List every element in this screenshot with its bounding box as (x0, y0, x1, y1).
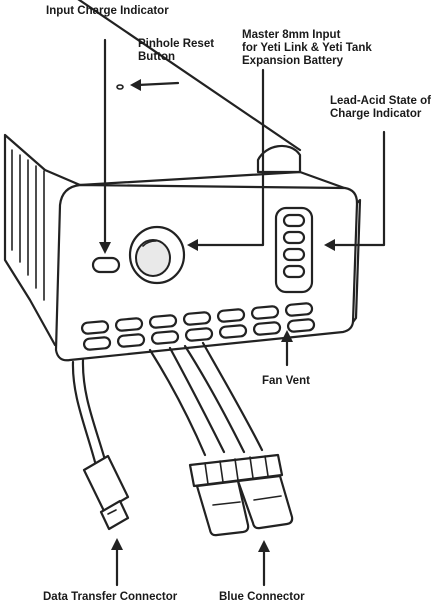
label-data-transfer-connector: Data Transfer Connector (43, 591, 178, 603)
usb-connector-plug-detail (107, 509, 117, 515)
arrow-pinhole (130, 79, 141, 91)
device-top-face (78, 170, 352, 192)
label-master-input: Master 8mm Input for Yeti Link & Yeti Ta… (242, 29, 372, 67)
device-top-edge (77, 0, 302, 152)
input-charge-indicator (91, 256, 121, 274)
arrow-lead-acid (324, 239, 335, 251)
arrow-blue-connector (258, 540, 270, 552)
arrow-input-charge (99, 242, 111, 254)
arrow-master-input (187, 239, 198, 251)
device-handle (256, 144, 302, 174)
lead-acid-led-4 (282, 264, 306, 279)
master-input-port-shine (142, 240, 157, 247)
label-pinhole-reset-button: Pinhole Reset Button (138, 38, 215, 63)
device-right-side (351, 198, 362, 324)
arrow-fan-vent (281, 330, 293, 342)
lead-acid-led-3 (282, 247, 306, 262)
arrow-data-transfer (111, 538, 123, 550)
lead-acid-led-1 (282, 213, 306, 228)
blue-cable-b (183, 341, 264, 454)
label-input-charge-indicator: Input Charge Indicator (46, 5, 169, 17)
callout-pinhole (136, 81, 180, 87)
label-lead-acid-indicator: Lead-Acid State of Charge Indicator (330, 95, 431, 120)
pinhole-reset-button (116, 84, 124, 90)
fan-vent (80, 302, 316, 351)
callout-master-input (194, 68, 265, 247)
label-blue-connector: Blue Connector (219, 591, 305, 603)
usb-connector-plug (99, 499, 130, 531)
device-left-shell (3, 133, 82, 347)
blue-connector (188, 453, 294, 537)
label-fan-vent: Fan Vent (262, 375, 310, 387)
usb-connector-body (82, 454, 130, 513)
data-cable (71, 358, 107, 464)
master-input-port-inner (135, 239, 171, 277)
lead-acid-led-2 (282, 230, 306, 245)
blue-cable-a (148, 346, 226, 457)
device-left-vent-slots (11, 149, 45, 301)
callout-lead-acid (331, 130, 386, 247)
